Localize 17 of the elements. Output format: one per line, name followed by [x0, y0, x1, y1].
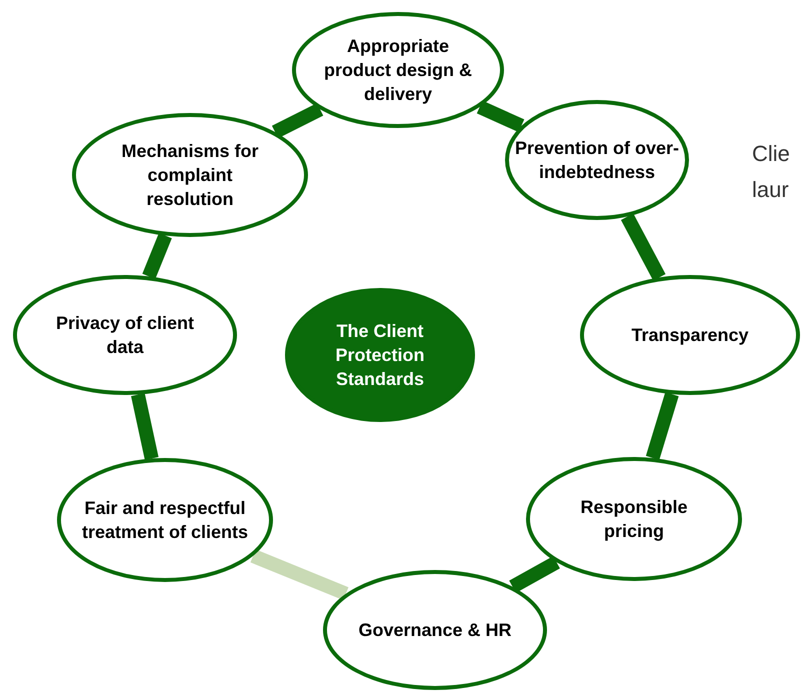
connector-band — [476, 100, 524, 132]
cut-off-text: Clie — [752, 140, 790, 168]
connector-band — [131, 393, 159, 460]
ellipse-label: Fair and respectful treatment of clients — [80, 497, 250, 544]
connector-band — [646, 392, 679, 460]
ellipse-label: Prevention of over-indebtedness — [514, 137, 680, 184]
ellipse-label: Privacy of client data — [54, 312, 196, 359]
ellipse-label: Responsible pricing — [579, 496, 689, 543]
ellipse-label: Transparency — [630, 324, 750, 347]
connector-band — [509, 556, 560, 593]
ellipse-label: Mechanisms for complaint resolution — [120, 140, 260, 211]
ellipse-label: Governance & HR — [357, 619, 513, 642]
connector-band — [272, 103, 324, 138]
cut-off-text: laur — [752, 176, 789, 204]
ellipse-label: The Client Protection Standards — [334, 320, 426, 391]
connector-band — [250, 549, 348, 600]
ellipse-label: Appropriate product design & delivery — [323, 35, 473, 106]
